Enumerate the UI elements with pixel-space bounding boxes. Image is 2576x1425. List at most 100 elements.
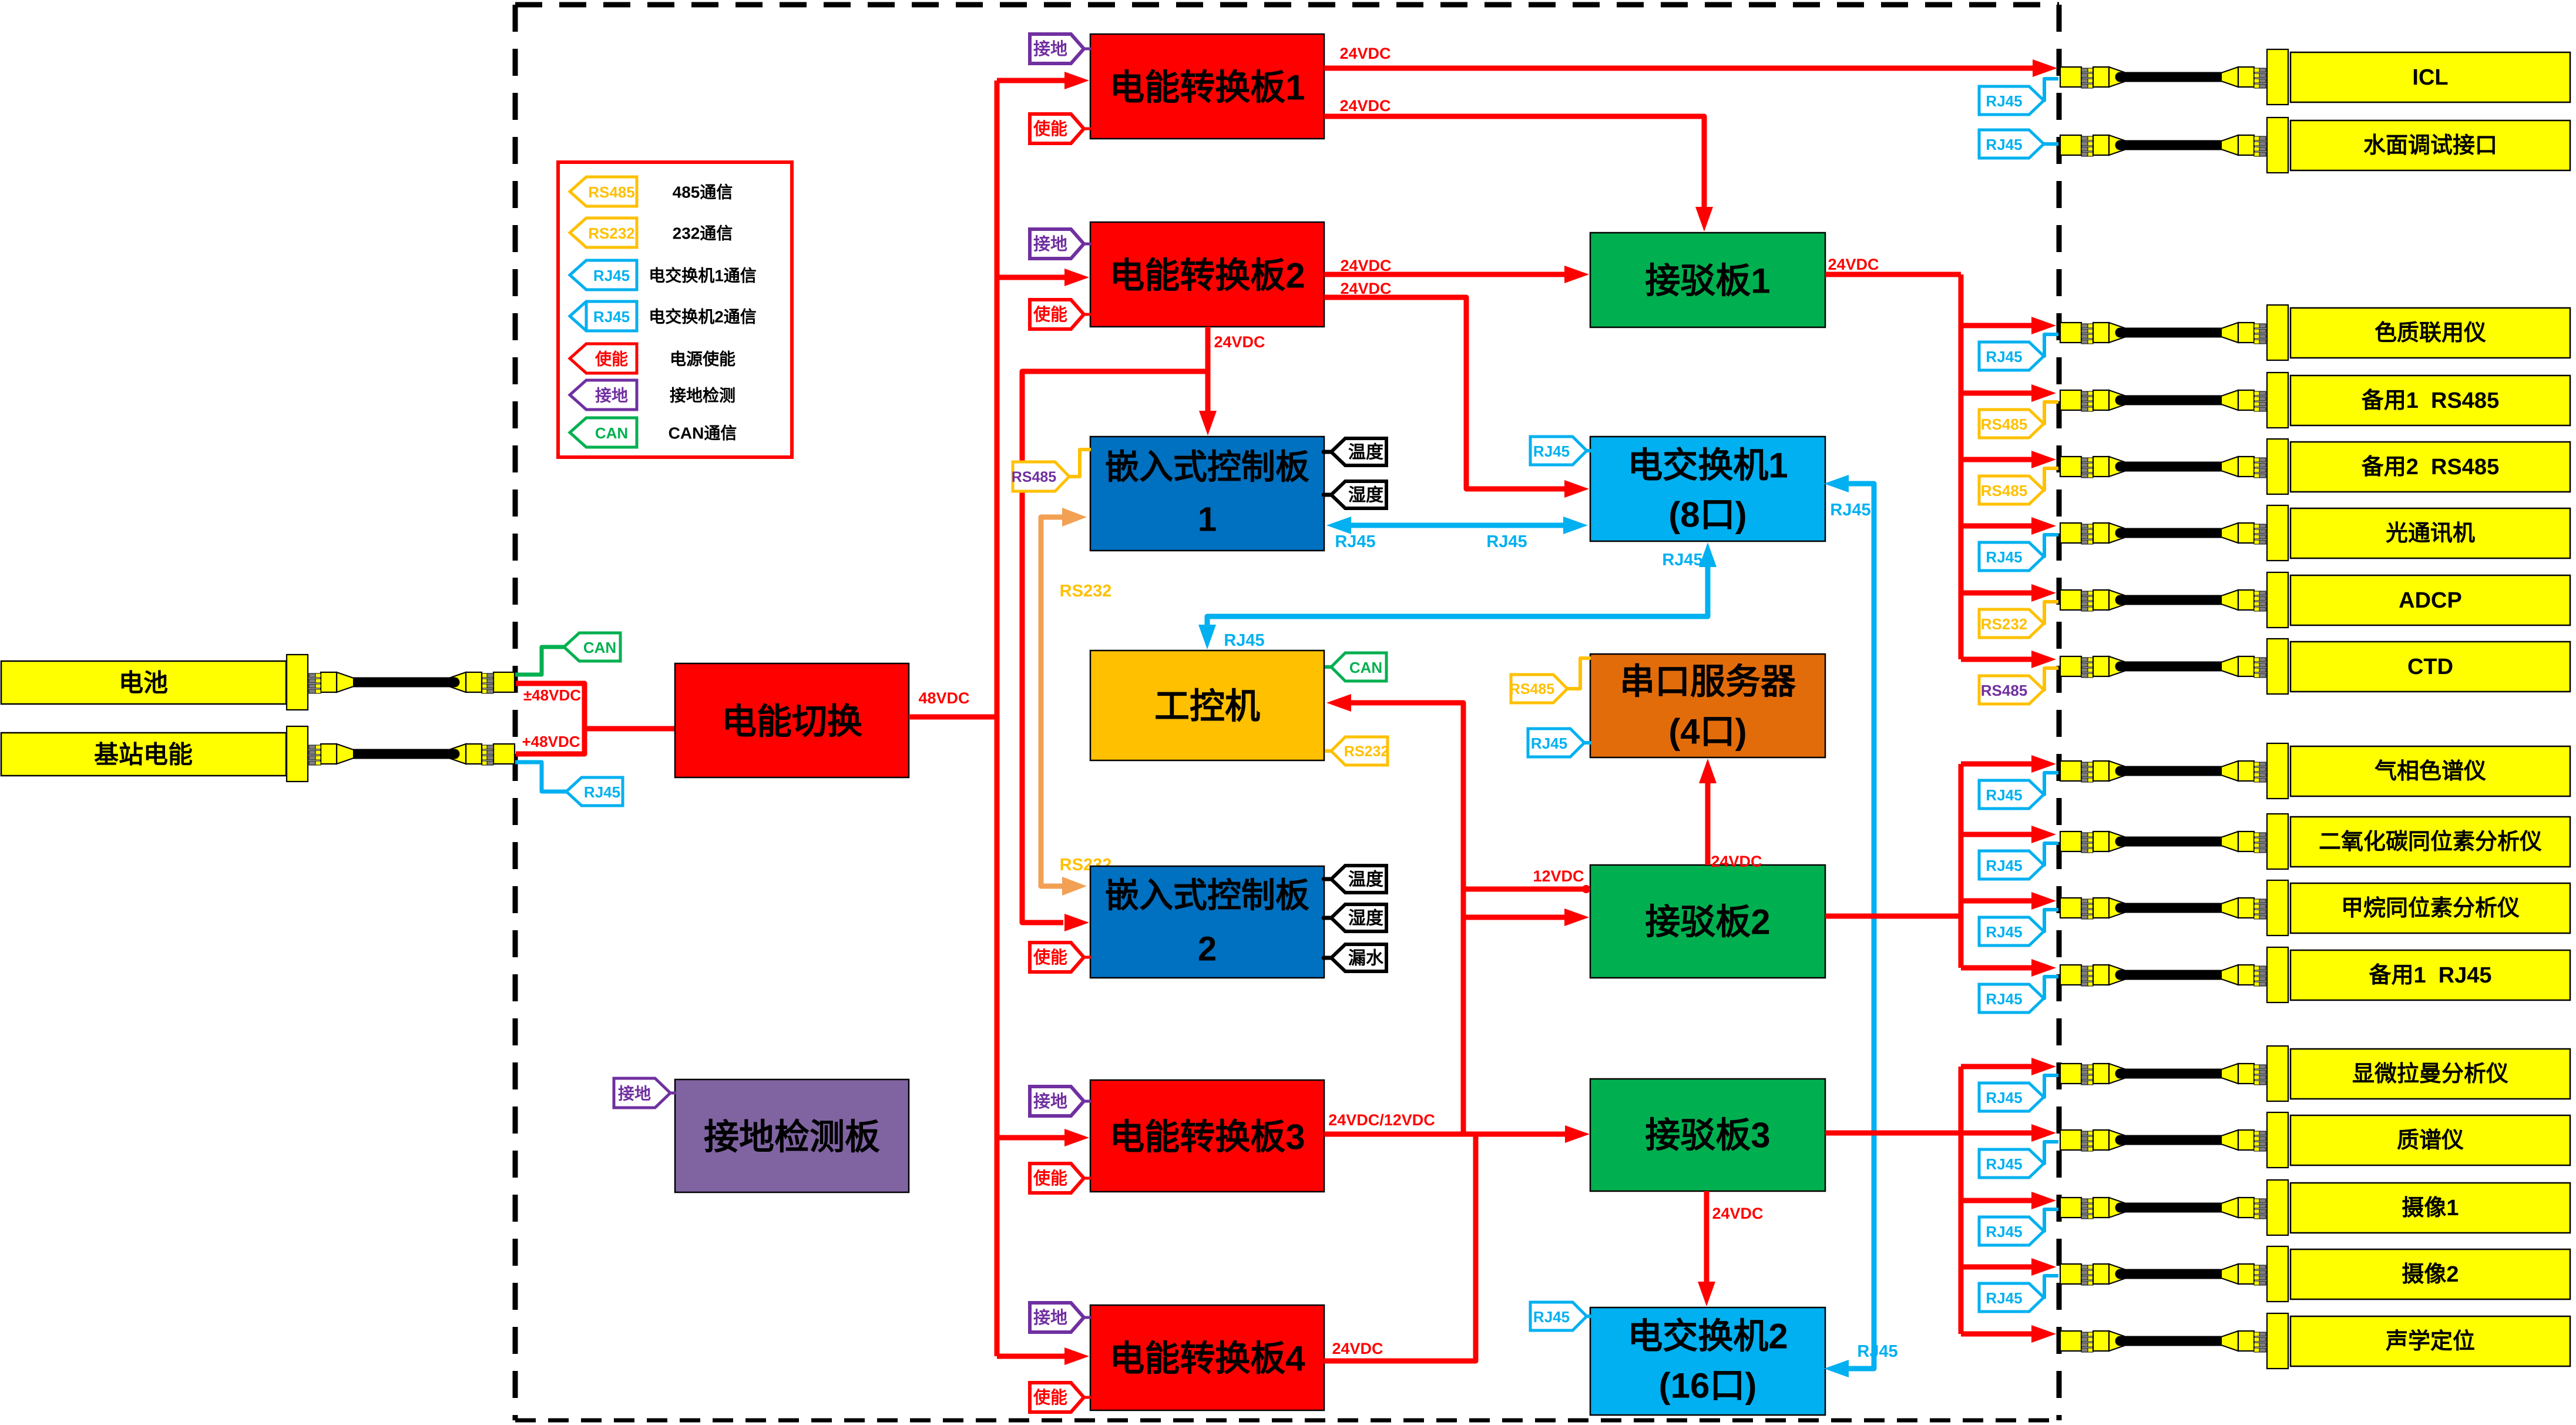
svg-text:RJ45: RJ45 (1335, 532, 1375, 551)
svg-text:RJ45: RJ45 (1830, 501, 1870, 519)
svg-text:电交换机1: 电交换机1 (1627, 446, 1788, 485)
svg-text:RJ45: RJ45 (1986, 857, 2022, 874)
svg-text:RJ45: RJ45 (1986, 1223, 2022, 1240)
svg-text:光通讯机: 光通讯机 (2386, 521, 2475, 546)
svg-text:ICL: ICL (2412, 65, 2448, 90)
svg-text:RJ45: RJ45 (1986, 1155, 2022, 1173)
svg-text:24VDC: 24VDC (1339, 45, 1391, 62)
svg-text:嵌入式控制板: 嵌入式控制板 (1105, 877, 1309, 915)
svg-text:RJ45: RJ45 (1224, 631, 1264, 650)
svg-text:串口服务器: 串口服务器 (1620, 662, 1796, 702)
svg-text:24VDC: 24VDC (1711, 853, 1762, 870)
svg-text:CTD: CTD (2407, 655, 2453, 679)
svg-text:接地检测: 接地检测 (670, 386, 735, 405)
svg-text:接地检测板: 接地检测板 (704, 1118, 880, 1157)
svg-text:RJ45: RJ45 (1857, 1342, 1897, 1361)
svg-text:接地: 接地 (1033, 234, 1067, 254)
svg-text:RJ45: RJ45 (1662, 551, 1702, 569)
svg-text:电源使能: 电源使能 (670, 350, 735, 368)
svg-text:接地: 接地 (595, 387, 628, 405)
svg-text:温度: 温度 (1348, 870, 1383, 890)
svg-text:CAN: CAN (583, 639, 616, 656)
svg-text:备用1 RJ45: 备用1 RJ45 (2369, 963, 2491, 988)
svg-text:RS232: RS232 (588, 224, 635, 242)
svg-text:12VDC: 12VDC (1533, 867, 1584, 885)
svg-text:接驳板1: 接驳板1 (1645, 261, 1770, 301)
svg-text:CAN通信: CAN通信 (669, 424, 737, 442)
svg-text:电能转换板3: 电能转换板3 (1109, 1118, 1305, 1157)
svg-text:1: 1 (1198, 501, 1217, 539)
svg-text:485通信: 485通信 (673, 183, 733, 202)
svg-text:RJ45: RJ45 (1986, 990, 2022, 1008)
svg-text:电能转换板2: 电能转换板2 (1109, 256, 1305, 296)
svg-text:ADCP: ADCP (2399, 588, 2462, 613)
svg-text:+48VDC: +48VDC (522, 733, 580, 750)
svg-text:基站电能: 基站电能 (94, 741, 193, 769)
svg-text:嵌入式控制板: 嵌入式控制板 (1105, 448, 1309, 487)
svg-text:RJ45: RJ45 (1986, 92, 2022, 110)
svg-text:接驳板3: 接驳板3 (1645, 1116, 1770, 1155)
svg-text:使能: 使能 (595, 350, 628, 368)
svg-text:接驳板2: 接驳板2 (1645, 903, 1770, 942)
svg-text:RS485: RS485 (1981, 482, 2028, 499)
svg-text:备用2 RS485: 备用2 RS485 (2362, 455, 2499, 480)
svg-text:232通信: 232通信 (673, 224, 733, 243)
svg-text:电交换机1通信: 电交换机1通信 (649, 266, 757, 285)
svg-text:接地: 接地 (1033, 1308, 1067, 1327)
svg-text:RS485: RS485 (1510, 681, 1555, 698)
svg-text:RJ45: RJ45 (1533, 1308, 1570, 1326)
svg-text:RJ45: RJ45 (1986, 786, 2022, 804)
svg-text:备用1 RS485: 备用1 RS485 (2362, 388, 2499, 413)
svg-text:电交换机2: 电交换机2 (1627, 1317, 1788, 1356)
svg-text:使能: 使能 (1033, 948, 1067, 967)
svg-text:使能: 使能 (1033, 1169, 1067, 1188)
svg-text:RJ45: RJ45 (584, 783, 620, 801)
svg-text:电能转换板4: 电能转换板4 (1109, 1339, 1305, 1379)
svg-text:RJ45: RJ45 (1986, 1289, 2022, 1307)
svg-text:CAN: CAN (595, 424, 628, 442)
svg-text:24VDC: 24VDC (1340, 257, 1391, 274)
svg-text:电交换机2通信: 电交换机2通信 (649, 307, 757, 326)
svg-text:接地: 接地 (1033, 1092, 1067, 1111)
svg-text:24VDC: 24VDC (1340, 280, 1391, 297)
svg-text:24VDC/12VDC: 24VDC/12VDC (1328, 1111, 1435, 1129)
svg-text:二氧化碳同位素分析仪: 二氧化碳同位素分析仪 (2319, 830, 2542, 854)
svg-text:48VDC: 48VDC (918, 689, 969, 707)
svg-text:湿度: 湿度 (1348, 909, 1383, 928)
svg-text:电能转换板1: 电能转换板1 (1109, 68, 1305, 108)
svg-text:声学定位: 声学定位 (2386, 1329, 2475, 1354)
svg-text:摄像2: 摄像2 (2402, 1262, 2459, 1287)
svg-text:RS485: RS485 (588, 183, 635, 201)
svg-text:使能: 使能 (1033, 305, 1067, 324)
svg-text:摄像1: 摄像1 (2402, 1196, 2459, 1221)
svg-text:RJ45: RJ45 (1986, 923, 2022, 941)
svg-text:RS232: RS232 (1060, 582, 1112, 601)
svg-text:温度: 温度 (1348, 443, 1383, 462)
svg-text:气相色谱仪: 气相色谱仪 (2375, 759, 2486, 784)
svg-text:(8口): (8口) (1668, 495, 1747, 535)
svg-text:RJ45: RJ45 (1986, 136, 2022, 153)
svg-text:2: 2 (1198, 930, 1217, 968)
svg-text:RJ45: RJ45 (593, 267, 630, 284)
svg-text:电池: 电池 (119, 669, 168, 697)
svg-text:RJ45: RJ45 (1986, 548, 2022, 566)
svg-text:RS485: RS485 (1981, 682, 2028, 699)
svg-text:RS232: RS232 (1981, 615, 2028, 633)
svg-text:RS232: RS232 (1344, 743, 1389, 760)
svg-text:24VDC: 24VDC (1712, 1205, 1763, 1222)
svg-text:(16口): (16口) (1659, 1366, 1757, 1406)
svg-text:RJ45: RJ45 (1986, 348, 2022, 366)
svg-text:24VDC: 24VDC (1339, 97, 1391, 115)
svg-text:RJ45: RJ45 (1531, 735, 1567, 752)
svg-text:工控机: 工控机 (1154, 687, 1260, 726)
svg-text:水面调试接口: 水面调试接口 (2363, 133, 2497, 158)
svg-text:湿度: 湿度 (1348, 486, 1383, 505)
svg-text:24VDC: 24VDC (1332, 1340, 1383, 1357)
svg-text:色质联用仪: 色质联用仪 (2375, 321, 2486, 346)
svg-text:接地: 接地 (618, 1085, 651, 1103)
svg-text:电能切换: 电能切换 (721, 702, 862, 742)
svg-text:(4口): (4口) (1668, 712, 1747, 752)
svg-text:甲烷同位素分析仪: 甲烷同位素分析仪 (2341, 896, 2520, 921)
svg-text:质谱仪: 质谱仪 (2397, 1128, 2464, 1153)
svg-text:CAN: CAN (1349, 659, 1382, 676)
